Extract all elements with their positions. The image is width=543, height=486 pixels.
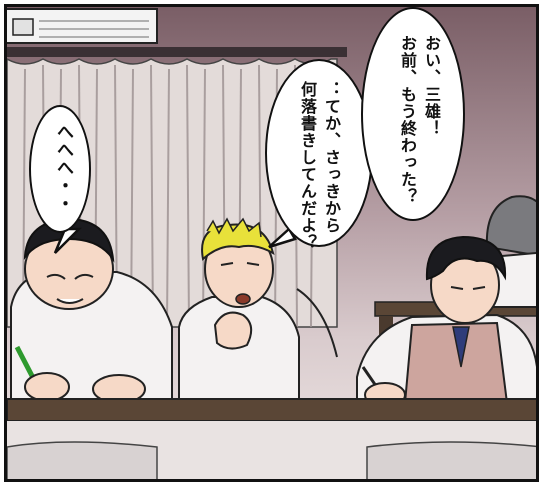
question-speech-bubble: ：てか、さっきから 何落書きしてんだよ？ <box>265 59 373 251</box>
mitsuo-text-line1: おい、三雄！ <box>422 35 441 137</box>
laugh-speech-bubble: へへへ・・ <box>29 105 91 233</box>
mitsuo-text-line2: お前、もう終わった？ <box>398 35 417 205</box>
speech-motion-line <box>296 288 338 358</box>
question-text-line2: 何落書きしてんだよ？ <box>298 81 317 251</box>
middle-student <box>178 217 300 408</box>
right-student <box>356 235 536 408</box>
curtain-rail <box>7 47 347 57</box>
comic-panel: へへへ・・ ：てか、さっきから 何落書きしてんだよ？ おい、三雄！ お前、もう終… <box>4 4 539 482</box>
front-desk <box>7 398 536 422</box>
air-conditioner <box>7 8 158 44</box>
laugh-text: へへへ・・ <box>53 123 73 213</box>
question-text-line1: ：てか、さっきから <box>322 81 341 234</box>
panel-artwork <box>7 8 536 479</box>
mitsuo-speech-bubble: おい、三雄！ お前、もう終わった？ <box>361 7 465 221</box>
laugh-bubble-tail <box>53 227 83 254</box>
